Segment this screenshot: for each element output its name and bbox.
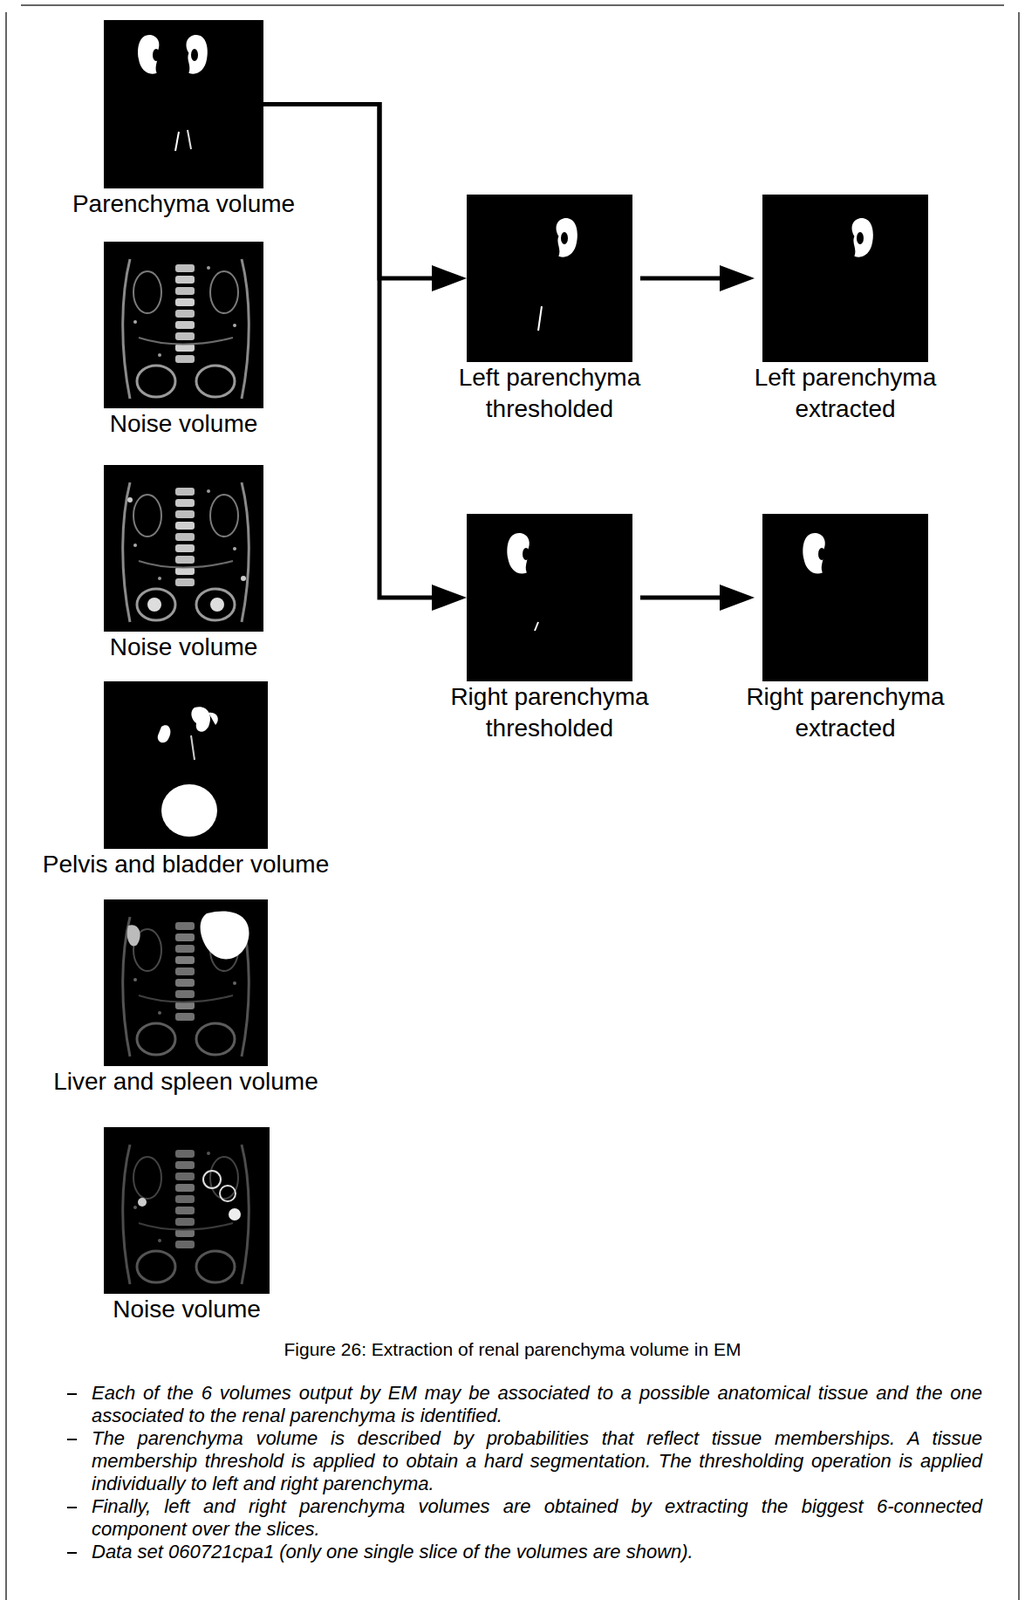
mri-slice: [103, 1127, 270, 1294]
note-list: Each of the 6 volumes output by EM may b…: [91, 1381, 983, 1564]
kidney-hilum: [152, 48, 160, 62]
pelvis-shape: [157, 724, 171, 743]
slice-ground: [466, 513, 633, 682]
figure-caption: Figure 26: Extraction of renal parenchym…: [0, 1337, 1025, 1362]
kidney-hilum: [191, 48, 199, 62]
kidney-hilum: [856, 232, 864, 245]
kidney-hilum: [560, 232, 568, 245]
kidney-hilum: [818, 547, 826, 561]
slice-ground: [762, 513, 929, 682]
tissue-fleck: [534, 621, 539, 631]
mri-slice: [466, 513, 633, 682]
tissue-fleck: [175, 131, 179, 151]
image-panel: Right parenchyma thresholded: [466, 513, 633, 682]
pelvis-shape: [208, 712, 219, 725]
kidney-shape: [852, 218, 874, 258]
tissue-fleck: [538, 306, 542, 331]
mri-slice: [762, 194, 929, 363]
image-panel: Noise volume: [103, 241, 264, 409]
organ-shape: [200, 911, 250, 960]
slice-ground: [103, 241, 264, 409]
kidney-shape: [137, 34, 159, 75]
slice-ground: [762, 194, 929, 363]
panel-caption: Liver and spleen volume: [53, 1066, 319, 1098]
note-text: The parenchyma volume is described by pr…: [91, 1427, 983, 1496]
bladder-shape: [161, 784, 218, 837]
panel-caption: Right parenchyma extracted: [714, 681, 977, 745]
image-panel: Right parenchyma extracted: [762, 513, 929, 682]
frame-line: [5, 12, 7, 1600]
mri-slice: [103, 681, 268, 849]
mri-slice: [466, 194, 633, 363]
image-panel: Noise volume: [103, 1127, 270, 1294]
mri-slice: [103, 20, 264, 189]
panel-caption: Noise volume: [109, 631, 259, 663]
slice-ground: [103, 899, 268, 1066]
noise-texture: [123, 1144, 250, 1285]
frame-line: [1018, 12, 1020, 1600]
slice-ground: [103, 464, 264, 632]
flow-arrow: [263, 104, 432, 599]
image-panel: Liver and spleen volume: [103, 899, 268, 1066]
flow-arrow: [640, 276, 720, 281]
kidney-shape: [556, 218, 578, 258]
image-panel: Left parenchyma extracted: [762, 194, 929, 363]
panel-caption: Parenchyma volume: [72, 188, 295, 220]
noise-blob: [147, 597, 162, 612]
ureter-line: [191, 735, 195, 760]
pelvis-shape: [191, 706, 211, 732]
organ-shape: [127, 924, 141, 946]
noise-texture: [123, 482, 250, 622]
panel-caption: Left parenchyma extracted: [714, 362, 977, 425]
mri-slice: [103, 464, 264, 632]
note-text: Each of the 6 volumes output by EM may b…: [91, 1381, 983, 1428]
image-panel: Left parenchyma thresholded: [466, 194, 633, 363]
flow-arrow: [640, 595, 720, 601]
noise-ring: [203, 1170, 221, 1189]
panel-caption: Pelvis and bladder volume: [42, 848, 329, 881]
mri-slice: [762, 513, 929, 682]
image-panel: Parenchyma volume: [103, 20, 264, 189]
slice-ground: [103, 681, 268, 849]
slice-ground: [103, 20, 264, 189]
slice-ground: [103, 1127, 270, 1294]
noise-texture: [123, 259, 250, 399]
noise-blob: [137, 1197, 147, 1207]
noise-ring: [219, 1185, 236, 1202]
note-text: Finally, left and right parenchyma volum…: [91, 1495, 983, 1541]
frame-line: [20, 4, 1005, 7]
mri-slice: [103, 241, 264, 409]
panel-caption: Right parenchyma thresholded: [418, 681, 681, 745]
noise-blob: [210, 597, 225, 612]
panel-caption: Noise volume: [112, 1293, 261, 1326]
kidney-shape: [802, 533, 825, 574]
noise-blob: [228, 1208, 241, 1221]
slice-ground: [466, 194, 633, 363]
tissue-fleck: [187, 129, 192, 150]
image-panel: Pelvis and bladder volume: [103, 681, 268, 849]
noise-blob: [240, 575, 246, 581]
kidney-hilum: [522, 547, 530, 561]
noise-blob: [127, 497, 133, 503]
image-panel: Noise volume: [103, 464, 264, 632]
note-text: Data set 060721cpa1 (only one single sli…: [91, 1540, 983, 1564]
panel-caption: Left parenchyma thresholded: [418, 362, 681, 425]
kidney-shape: [186, 34, 208, 75]
page-frame: [6, 5, 1019, 1600]
kidney-shape: [506, 533, 529, 574]
panel-caption: Noise volume: [109, 408, 259, 440]
mri-slice: [103, 899, 268, 1066]
